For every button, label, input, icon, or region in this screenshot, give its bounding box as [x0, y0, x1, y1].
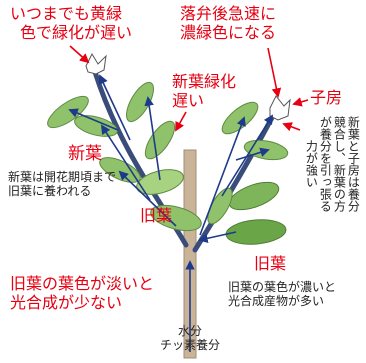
label-vertical-col2: 競合し、新葉の方 [332, 116, 347, 212]
label-new-leaf-note: 新葉は開花期頃まで 旧葉に養われる [8, 170, 116, 199]
pointer-top-right [267, 47, 282, 98]
label-top-right-line1: 落弁後急速に [180, 4, 277, 23]
pointer-arrows [69, 45, 309, 132]
leaves [47, 81, 289, 245]
label-bottom-left: 旧葉の葉色が淡いと 光合成が少ない [10, 274, 154, 312]
label-top-right-line2: 濃緑色になる [180, 23, 277, 43]
leaf [47, 95, 89, 129]
flow-arrow [235, 147, 270, 161]
label-bottom-left-line1: 旧葉の葉色が淡いと [10, 274, 155, 293]
label-old-leaf-right: 旧葉 [254, 254, 287, 273]
label-new-leaf-greening-line1: 新葉緑化 [172, 72, 237, 91]
label-new-leaf-note-line1: 新葉は開花期頃まで [8, 170, 117, 184]
label-new-leaf-note-line2: 旧葉に養われる [8, 184, 92, 199]
nutrient-flow-arrows [68, 74, 274, 352]
label-nitrogen-nutrient: チッ素養分 [159, 338, 220, 353]
label-vertical-col4: 力が強い [304, 140, 319, 188]
label-top-left-line1: いつまでも黄緑 [10, 4, 123, 23]
flower-right [269, 95, 291, 121]
flow-arrow [199, 116, 246, 236]
leaf [99, 157, 141, 183]
label-new-leaf-greening: 新葉緑化 遅い [172, 72, 236, 110]
flower-right-petals [269, 95, 291, 121]
label-bottom-right-line2: 光合成産物が多い [228, 294, 325, 309]
flower-left [85, 52, 107, 75]
pointer-ovary-2 [282, 122, 301, 132]
label-water-nutrient: 水分 チッ素養分 [150, 324, 230, 353]
leaf [126, 81, 154, 123]
label-top-left-line2: 色で緑化が遅い [20, 23, 133, 43]
label-old-leaf-left: 旧葉 [140, 206, 173, 225]
flow-arrow [144, 96, 161, 181]
pointer-greening [175, 111, 187, 132]
flow-arrow [98, 74, 131, 141]
leaf [144, 120, 176, 160]
label-new-leaf-greening-line2: 遅い [172, 91, 205, 111]
label-ovary: 子房 [310, 88, 343, 107]
flower-left-petals [85, 52, 107, 75]
pointer-ovary [292, 97, 309, 107]
flow-arrow [68, 108, 119, 131]
flow-arrow [100, 124, 151, 201]
label-vertical-col3: が養分を引っ張る [318, 116, 333, 212]
label-bottom-right: 旧葉の葉色が濃いと 光合成産物が多い [228, 280, 336, 309]
label-vertical-col1: 新葉と子房は養分 [346, 116, 361, 212]
flow-arrow [198, 231, 237, 244]
pointer-top-left [69, 45, 90, 64]
label-top-right: 落弁後急速に 濃緑色になる [180, 4, 276, 42]
leaf [150, 204, 202, 232]
label-water: 水分 [177, 324, 202, 338]
label-bottom-right-line1: 旧葉の葉色が濃いと [228, 280, 337, 294]
label-bottom-left-line2: 光合成が少ない [10, 293, 123, 313]
label-top-left: いつまでも黄緑 色で緑化が遅い [10, 4, 132, 42]
flow-arrow [118, 170, 177, 227]
label-new-leaf: 新葉 [68, 144, 102, 164]
